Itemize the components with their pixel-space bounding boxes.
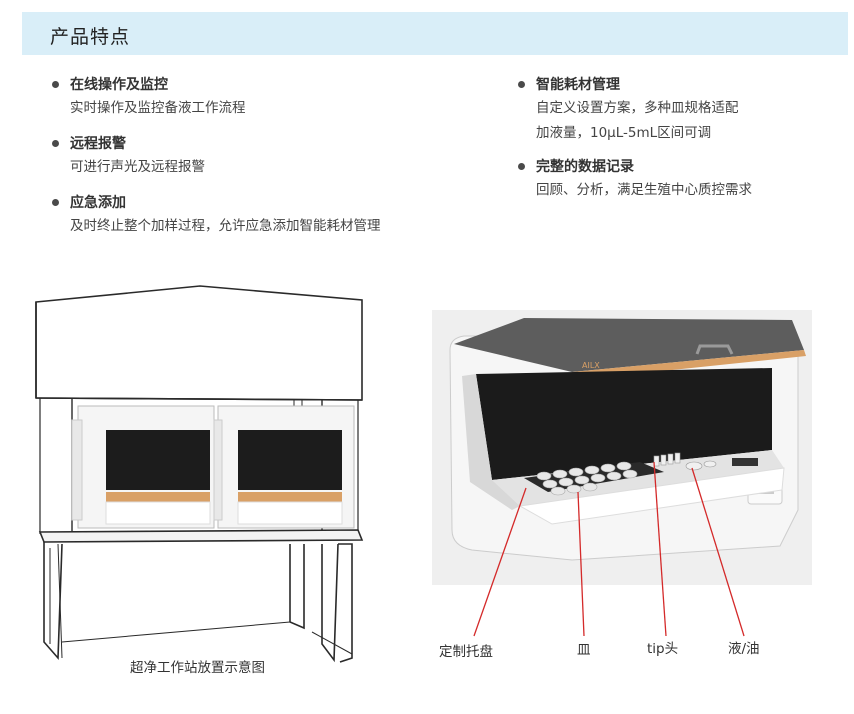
feature-title: 远程报警 (70, 136, 126, 152)
bullet-icon (518, 81, 525, 88)
figure-caption: 超净工作站放置示意图 (130, 660, 265, 676)
feature-desc: 可进行声光及远程报警 (70, 159, 205, 175)
section-header: 产品特点 (22, 12, 848, 55)
bullet-icon (52, 81, 59, 88)
dispenser-device-illustration: AILX (432, 310, 812, 585)
feature-title: 应急添加 (70, 195, 126, 211)
feature-data-records: 完整的数据记录 回顾、分析，满足生殖中心质控需求 (518, 156, 848, 203)
feature-desc: 及时终止整个加样过程，允许应急添加智能耗材管理 (70, 218, 381, 234)
feature-emergency-add: 应急添加 及时终止整个加样过程，允许应急添加智能耗材管理 (52, 192, 472, 239)
callout-label-liquid: 液/油 (728, 641, 760, 657)
feature-desc: 实时操作及监控备液工作流程 (70, 100, 246, 116)
bullet-icon (518, 163, 525, 170)
section-title: 产品特点 (50, 26, 131, 48)
feature-desc: 加液量，10μL-5mL区间可调 (536, 125, 712, 141)
feature-title: 智能耗材管理 (536, 77, 620, 93)
bullet-icon (52, 140, 59, 147)
bullet-icon (52, 199, 59, 206)
features-right-column: 智能耗材管理 自定义设置方案，多种皿规格适配 加液量，10μL-5mL区间可调 … (518, 74, 848, 213)
clean-bench-illustration (35, 285, 364, 663)
device-unit-left (77, 405, 215, 529)
feature-remote-alarm: 远程报警 可进行声光及远程报警 (52, 133, 472, 180)
device-unit-right (217, 405, 355, 529)
feature-title: 完整的数据记录 (536, 159, 634, 175)
callout-label-dish: 皿 (577, 642, 591, 658)
feature-desc: 自定义设置方案，多种皿规格适配 (536, 100, 739, 116)
device-brand-label: AILX (582, 361, 600, 370)
feature-online-monitoring: 在线操作及监控 实时操作及监控备液工作流程 (52, 74, 472, 121)
feature-smart-consumables: 智能耗材管理 自定义设置方案，多种皿规格适配 加液量，10μL-5mL区间可调 (518, 74, 848, 146)
feature-desc: 回顾、分析，满足生殖中心质控需求 (536, 182, 752, 198)
feature-title: 在线操作及监控 (70, 77, 168, 93)
features-left-column: 在线操作及监控 实时操作及监控备液工作流程 远程报警 可进行声光及远程报警 应急… (52, 74, 472, 249)
callout-label-tray: 定制托盘 (439, 644, 493, 660)
callout-label-tip: tip头 (647, 641, 679, 657)
